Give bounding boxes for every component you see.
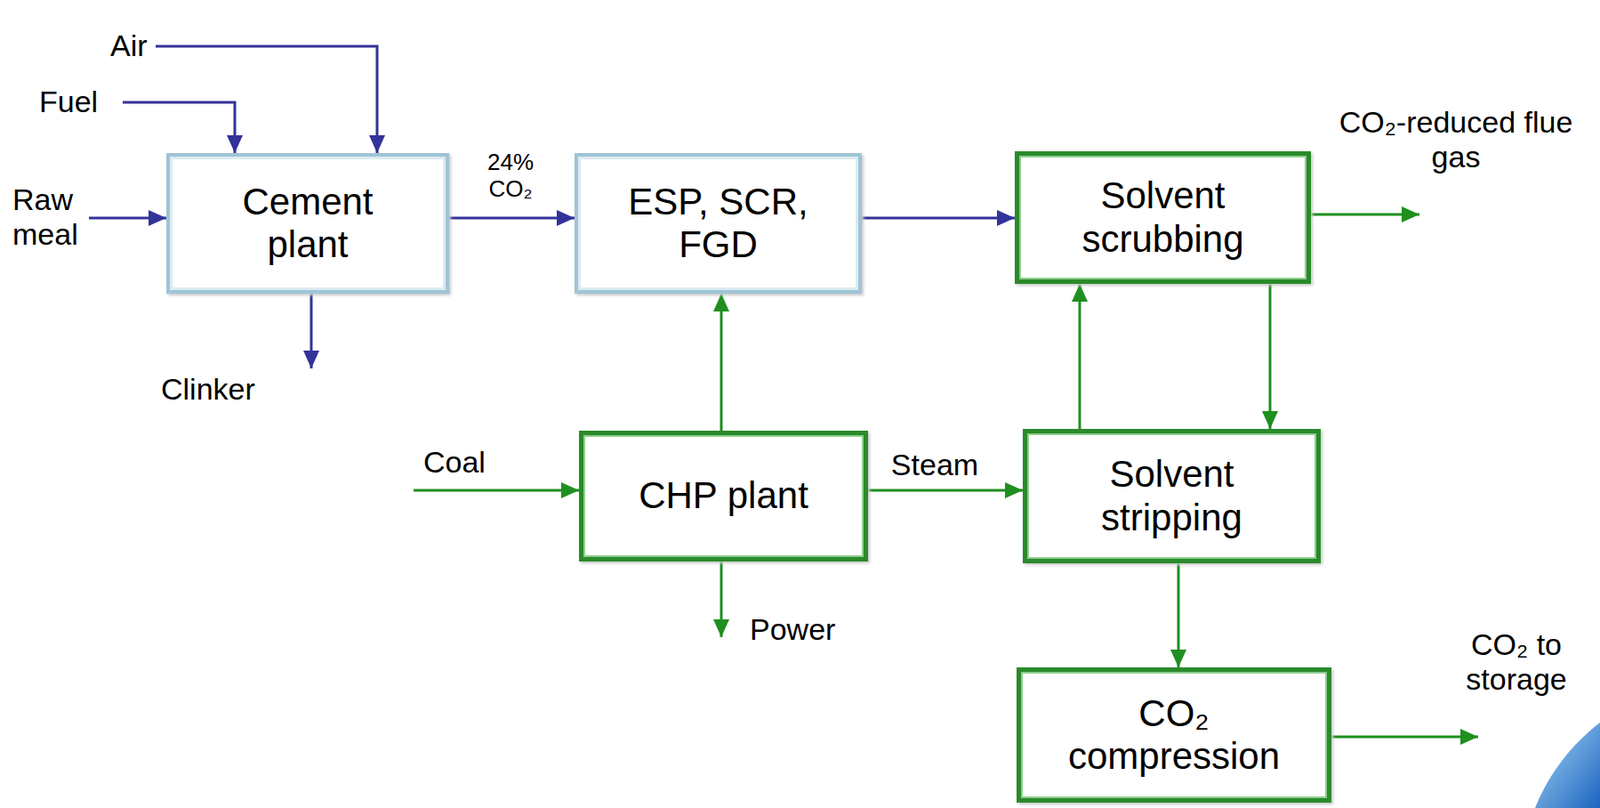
coal-line <box>413 489 579 492</box>
input-label: Coal <box>423 444 504 480</box>
box-text: CHP plant <box>638 474 809 517</box>
raw-meal-line <box>88 217 167 220</box>
edge-label: 24% CO₂ <box>476 149 545 203</box>
arrow-head <box>1071 283 1088 302</box>
connector-line <box>868 489 1023 492</box>
output-label: Clinker <box>160 371 295 407</box>
process-box: Solvent stripping <box>1022 428 1321 563</box>
connector-line <box>1269 283 1272 429</box>
arrow-head <box>996 209 1015 226</box>
box-text: Solvent scrubbing <box>1056 174 1271 261</box>
box-text: Solvent stripping <box>1065 452 1279 539</box>
process-box: CO₂ compression <box>1016 667 1332 803</box>
arrow-head <box>556 209 575 226</box>
connector-line <box>720 293 724 431</box>
output-label: CO₂ to storage <box>1445 627 1588 697</box>
input-label: Fuel <box>39 84 115 120</box>
fuel-line <box>122 102 235 153</box>
arrow-head <box>1262 410 1279 429</box>
storage-line <box>1331 735 1479 739</box>
air-line <box>155 46 378 153</box>
process-box: ESP, SCR, FGD <box>574 152 862 294</box>
flow-connector <box>868 482 1023 499</box>
output-label: Power <box>749 611 857 647</box>
input-label: Raw meal <box>12 182 84 252</box>
arrow-head <box>1005 482 1023 499</box>
input-label: Air <box>110 28 164 64</box>
flow-connector <box>861 209 1015 226</box>
arrow-head <box>713 293 730 312</box>
output-label: CO₂-reduced flue gas <box>1331 104 1581 175</box>
flow-connector <box>1262 283 1279 429</box>
connector-line <box>861 217 1015 220</box>
process-box: Cement plant <box>166 152 450 294</box>
edge-label: Steam <box>885 447 984 483</box>
box-text: ESP, SCR, FGD <box>607 180 830 267</box>
flow-connector <box>1071 283 1088 429</box>
clinker-line <box>310 293 314 369</box>
connector-line <box>1078 283 1082 429</box>
box-text: CO₂ compression <box>1045 691 1303 779</box>
corner-swoosh <box>1535 722 1600 808</box>
flow-connector <box>713 293 730 431</box>
flow-connector <box>449 209 575 226</box>
flue-gas-line <box>1310 213 1420 217</box>
box-text: Cement plant <box>201 180 415 267</box>
process-box: Solvent scrubbing <box>1014 151 1311 284</box>
flow-connector <box>1170 562 1187 668</box>
arrow-head <box>1170 649 1187 668</box>
connector-line <box>449 217 575 220</box>
process-box: CHP plant <box>578 430 869 562</box>
power-line <box>720 561 724 637</box>
